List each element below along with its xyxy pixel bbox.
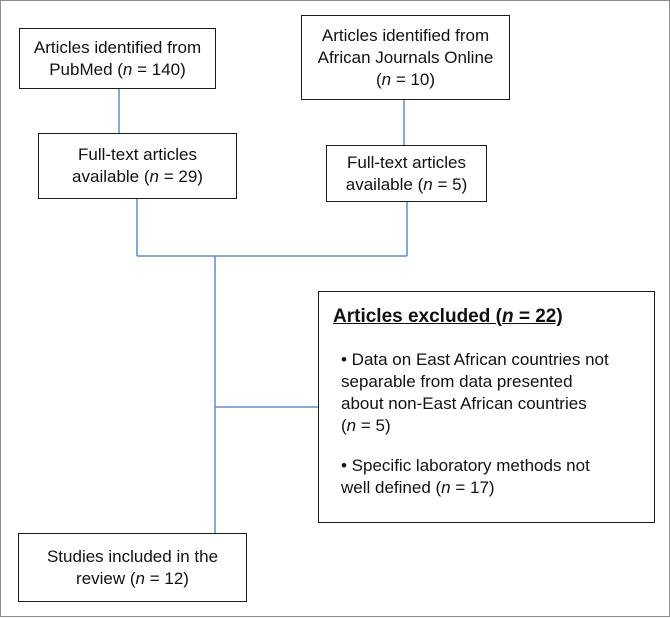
bullet-icon: • (341, 350, 347, 369)
ajol-box-line2: African Journals Online (317, 47, 494, 67)
excluded-item-1-line4: (n = 5) (341, 416, 391, 435)
included-box-line1: Studies included in the (46, 546, 219, 566)
included-box: Studies included in the review (n = 12) (18, 533, 247, 602)
fulltext-left-line1: Full-text articles (77, 145, 198, 164)
excluded-title: Articles excluded (n = 22) (333, 306, 563, 327)
excluded-item-1-line2: separable from data presented (341, 372, 573, 391)
excluded-item-1-line1: • Data on East African countries not (341, 350, 609, 369)
pubmed-box-line2: PubMed (n = 140) (49, 59, 186, 79)
fulltext-left-box: Full-text articles available (n = 29) (38, 133, 237, 199)
excluded-item-1: • Data on East African countries not sep… (341, 349, 609, 437)
excluded-item-1-line3: about non-East African countries (341, 394, 587, 413)
excluded-item-2: • Specific laboratory methods not well d… (341, 455, 590, 499)
included-box-line2: review (n = 12) (76, 568, 189, 588)
fulltext-right-line2: available (n = 5) (345, 174, 468, 194)
bullet-icon: • (341, 456, 347, 475)
excluded-box: Articles excluded (n = 22) • Data on Eas… (318, 291, 655, 523)
ajol-box: Articles identified from African Journal… (301, 15, 510, 100)
ajol-box-line1: Articles identified from (321, 25, 490, 45)
fulltext-right-box: Full-text articles available (n = 5) (326, 145, 487, 202)
ajol-box-line3: (n = 10) (375, 69, 436, 89)
fulltext-left-line2: available (n = 29) (72, 167, 203, 186)
fulltext-right-line1: Full-text articles (346, 152, 467, 172)
pubmed-box: Articles identified from PubMed (n = 140… (19, 28, 216, 89)
pubmed-box-line1: Articles identified from (33, 37, 202, 57)
excluded-item-2-line2: well defined (n = 17) (341, 478, 495, 497)
excluded-item-2-line1: • Specific laboratory methods not (341, 456, 590, 475)
